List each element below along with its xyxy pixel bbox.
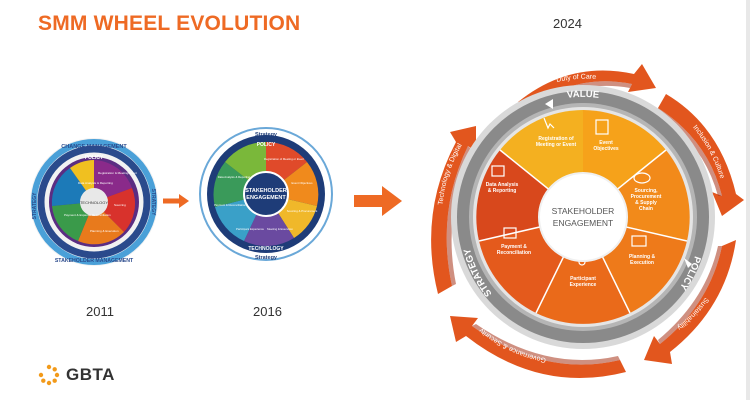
segment-label: Data Analysis& Reporting bbox=[486, 182, 519, 194]
wheel-2024: Duty of Care Inclusion & Culture Sustain… bbox=[431, 64, 744, 379]
ring-label: TECHNOLOGY bbox=[248, 246, 284, 252]
segment-label: Registration of Meeting or Event bbox=[264, 157, 304, 161]
ring-label: Strategy bbox=[255, 132, 278, 138]
outer-swirls bbox=[431, 64, 744, 379]
center-label: ENGAGEMENT bbox=[553, 218, 613, 228]
center-label: TECHNOLOGY bbox=[80, 200, 108, 205]
ring-label: Strategy bbox=[255, 255, 278, 261]
segment-label: Sourcing & Procurement bbox=[287, 209, 318, 213]
ring-label: STRATEGY bbox=[150, 189, 156, 217]
slide-edge bbox=[746, 0, 750, 400]
ring-label: POLICY bbox=[85, 155, 104, 161]
segment-label: Planning & Execution bbox=[90, 229, 119, 233]
eye-icon bbox=[633, 172, 651, 184]
segment-label: Planning &Execution bbox=[629, 254, 656, 266]
segment-label: Event Objectives bbox=[292, 181, 314, 185]
ring-label-value: VALUE bbox=[566, 89, 599, 101]
chart-board-icon bbox=[631, 235, 647, 247]
outer-label: Duty of Care bbox=[556, 74, 597, 84]
cursor-icon bbox=[543, 117, 555, 130]
segment-label: Participant Experience bbox=[236, 227, 264, 231]
logo-text: GBTA bbox=[66, 365, 115, 384]
gbta-logo: GBTA bbox=[38, 364, 115, 386]
segment-label: Payment & Reconciliation bbox=[214, 203, 246, 207]
ring-label: STRATEGY bbox=[32, 192, 38, 220]
year-2016: 2016 bbox=[253, 304, 282, 319]
segment-label: Sourcing bbox=[114, 203, 126, 207]
clipboard-icon bbox=[595, 119, 609, 135]
center-label: ENGAGEMENT bbox=[246, 195, 286, 201]
center-label: STAKEHOLDER bbox=[245, 188, 286, 194]
segment-label: Registration & Meeting/Event bbox=[98, 171, 137, 175]
segment-label: Data Analysis & Reporting bbox=[78, 181, 113, 185]
segment-label: Meeting & Execution bbox=[267, 227, 293, 231]
segment-label: Payment &Reconciliation bbox=[497, 244, 531, 256]
ring-label: POLICY bbox=[257, 142, 276, 148]
wheel-2016: STAKEHOLDER ENGAGEMENT Strategy POLICY T… bbox=[199, 127, 333, 261]
year-2011: 2011 bbox=[86, 304, 114, 319]
segment-label: Payment & Expense Reconciliation bbox=[64, 213, 111, 217]
segment-icons bbox=[491, 117, 651, 266]
wheel-2011: TECHNOLOGY CHANGE MANAGEMENT POLICY STAK… bbox=[30, 138, 158, 266]
segment-label: Data Analysis & Reporting bbox=[218, 175, 251, 179]
ring-label: STAKEHOLDER MANAGEMENT bbox=[55, 258, 134, 264]
bar-chart-icon bbox=[491, 165, 505, 177]
payment-icon bbox=[503, 227, 517, 239]
center-label: STAKEHOLDER bbox=[552, 206, 615, 216]
gbta-sunburst-icon bbox=[38, 364, 60, 386]
arrow-right-icon bbox=[163, 194, 189, 208]
ring-label: CHANGE MANAGEMENT bbox=[61, 144, 127, 150]
arrow-right-icon bbox=[354, 186, 402, 216]
page-title: SMM WHEEL EVOLUTION bbox=[38, 12, 301, 35]
year-2024: 2024 bbox=[553, 16, 582, 31]
